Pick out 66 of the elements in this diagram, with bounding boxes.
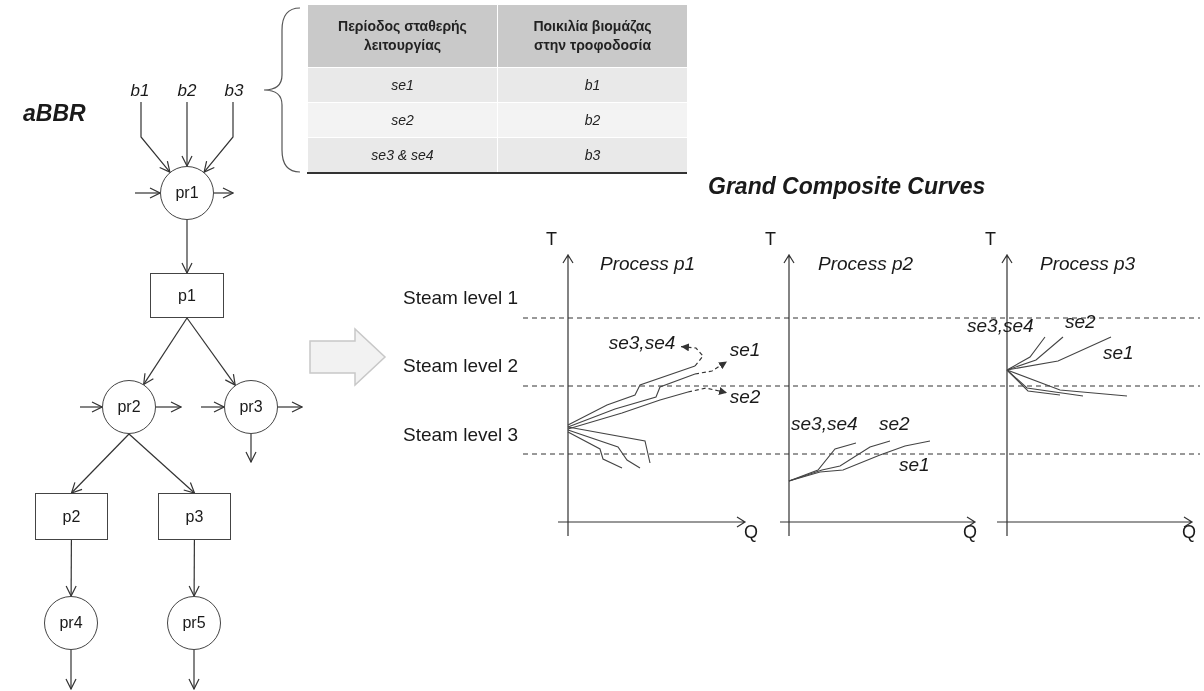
- table-cell: b2: [497, 102, 687, 137]
- chart-title: Process p3: [1040, 253, 1136, 275]
- arrow: [277, 401, 303, 413]
- arrow: [188, 539, 200, 597]
- curve-label: se1: [1103, 342, 1134, 364]
- chart-title: Process p2: [818, 253, 914, 275]
- leader-arrow: [687, 387, 728, 395]
- process-circle: pr4: [44, 596, 98, 650]
- axis-label: Q: [744, 522, 758, 543]
- table-cell: b1: [497, 67, 687, 102]
- process-box: p2: [35, 493, 108, 540]
- arrow: [143, 317, 188, 385]
- steam-level-label: Steam level 1: [403, 287, 519, 309]
- arrow: [200, 401, 225, 413]
- curve-label: se3,se4: [603, 331, 681, 355]
- table-cell: se2: [307, 102, 497, 137]
- diagram-heading: aBBR: [23, 100, 86, 127]
- process-circle: pr3: [224, 380, 278, 434]
- arrow: [155, 401, 182, 413]
- arrow: [65, 649, 77, 690]
- axis-label: T: [765, 229, 776, 250]
- arrow: [203, 101, 234, 173]
- axis-label: Q: [1182, 522, 1196, 543]
- column-header: Περίοδος σταθερής λειτουργίας: [307, 5, 497, 67]
- arrow: [181, 101, 193, 167]
- input-label: b3: [221, 80, 247, 102]
- column-header: Ποικιλία βιομάζας στην τροφοδοσία: [497, 5, 687, 67]
- steam-level-label: Steam level 3: [403, 424, 519, 446]
- process-circle: pr1: [160, 166, 214, 220]
- curve-line: [567, 365, 696, 426]
- arrow: [128, 433, 196, 494]
- arrow: [186, 317, 236, 386]
- process-box: p3: [158, 493, 231, 540]
- curve-line: [567, 373, 696, 428]
- curve-label: se2: [879, 413, 910, 435]
- leader-arrow: [694, 360, 728, 375]
- curve-label: se1: [899, 454, 930, 476]
- curve-label: se1: [727, 338, 763, 362]
- axis-label: Q: [963, 522, 977, 543]
- input-label: b1: [127, 80, 153, 102]
- axis-label: T: [546, 229, 557, 250]
- arrow: [245, 433, 257, 463]
- steam-level-label: Steam level 2: [403, 355, 519, 377]
- arrow: [188, 649, 200, 690]
- leader-arrow: [680, 343, 704, 367]
- chart-title: Process p1: [600, 253, 696, 275]
- section-title: Grand Composite Curves: [708, 173, 986, 200]
- table-cell: se3 & se4: [307, 137, 497, 172]
- curve-label: se3,se4: [791, 413, 858, 435]
- table-cell: se1: [307, 67, 497, 102]
- input-label: b2: [174, 80, 200, 102]
- curve-label: se2: [1065, 311, 1096, 333]
- arrow: [181, 219, 193, 274]
- arrow: [134, 187, 161, 199]
- arrow: [70, 433, 130, 494]
- process-circle: pr5: [167, 596, 221, 650]
- arrow: [65, 539, 77, 597]
- process-circle: pr2: [102, 380, 156, 434]
- arrow: [79, 401, 103, 413]
- axis-label: T: [985, 229, 996, 250]
- process-box: p1: [150, 273, 224, 318]
- arrow: [140, 101, 171, 173]
- arrow: [213, 187, 234, 199]
- table-cell: b3: [497, 137, 687, 172]
- curve-label: se3,se4: [967, 315, 1034, 337]
- curve-label: se2: [727, 385, 763, 409]
